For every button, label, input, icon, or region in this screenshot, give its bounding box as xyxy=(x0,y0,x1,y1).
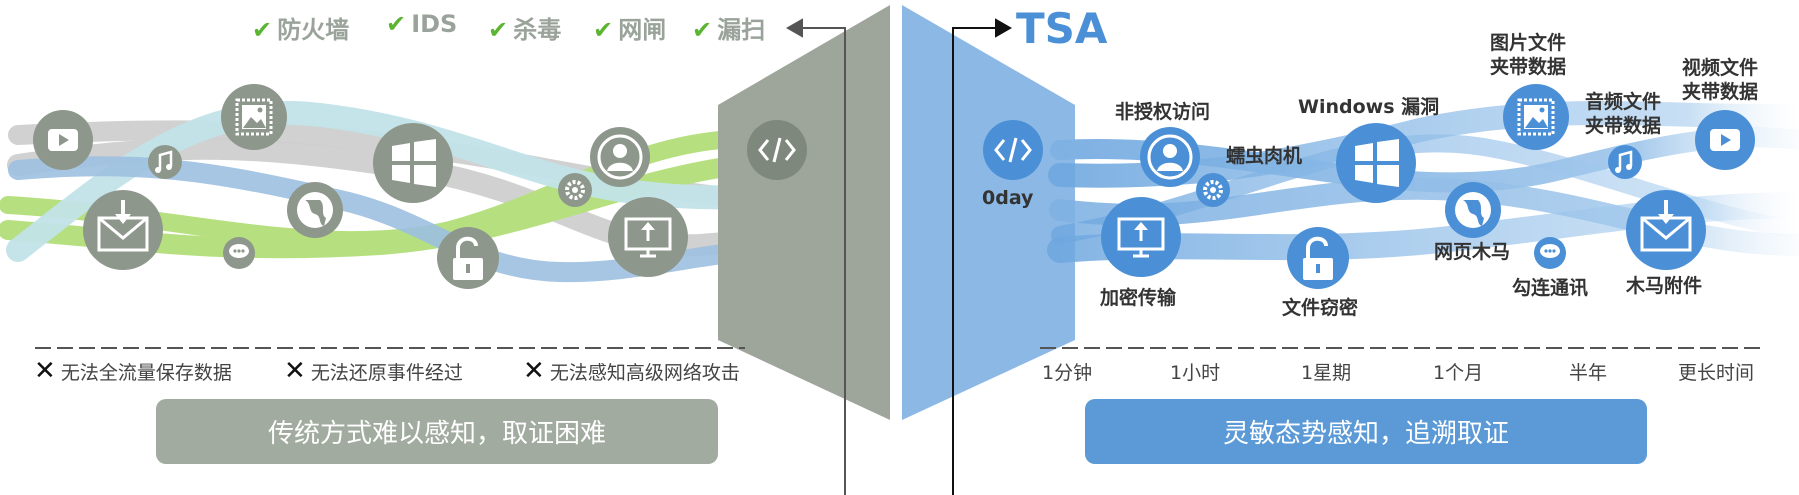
windows-vuln-icon xyxy=(1336,123,1416,203)
label-trojan-web: 网页木马 xyxy=(1434,241,1511,263)
limit-label: 无法感知高级网络攻击 xyxy=(549,362,740,384)
zeroday-code-icon xyxy=(983,120,1043,180)
check-label: 防火墙 xyxy=(277,16,350,44)
video-icon xyxy=(33,110,93,170)
upload-icon xyxy=(608,197,688,277)
label-image-data: 图片文件 夹带数据 xyxy=(1490,31,1566,79)
label-file-theft: 文件窃密 xyxy=(1282,297,1359,319)
check-label: IDS xyxy=(411,10,458,38)
label-covert-comm: 勾连通讯 xyxy=(1512,277,1589,299)
label-line: 夹带数据 xyxy=(1682,81,1759,103)
check-item-firewall: ✔ 防火墙 xyxy=(252,10,349,45)
tsa-brand: TSA xyxy=(1016,4,1108,53)
covert-comm-chat-icon xyxy=(1534,237,1566,269)
label-audio-data: 音频文件 夹带数据 xyxy=(1585,90,1661,138)
left-banner: 传统方式难以感知，取证困难 xyxy=(156,399,718,464)
label-windows-vuln: Windows 漏洞 xyxy=(1298,96,1440,118)
timeline-tick: 1小时 xyxy=(1170,362,1221,384)
code-icon xyxy=(747,120,807,180)
worm-gear-icon xyxy=(1196,173,1230,207)
right-icons xyxy=(983,84,1755,289)
video-data-icon xyxy=(1695,110,1755,170)
timeline-tick: 半年 xyxy=(1569,362,1608,384)
x-icon: ✕ xyxy=(34,356,56,386)
check-icon: ✔ xyxy=(488,16,509,44)
check-item-gatekeeper: ✔ 网闸 xyxy=(593,10,666,45)
label-trojan-attach: 木马附件 xyxy=(1626,275,1703,297)
right-banner: 灵敏态势感知，追溯取证 xyxy=(1085,399,1647,464)
label-line: 夹带数据 xyxy=(1585,115,1662,137)
check-icon: ✔ xyxy=(692,16,713,44)
check-item-vuln-scan: ✔ 漏扫 xyxy=(692,10,765,45)
audio-music-icon xyxy=(1608,145,1642,179)
limit-label: 无法全流量保存数据 xyxy=(60,362,232,384)
chat-icon xyxy=(223,237,255,269)
image-icon xyxy=(221,84,287,150)
right-arrow xyxy=(952,18,1013,495)
label-line: 图片文件 xyxy=(1490,32,1567,54)
encrypted-upload-icon xyxy=(1101,197,1181,277)
check-label: 漏扫 xyxy=(717,16,766,44)
file-theft-unlock-icon xyxy=(1287,227,1349,289)
check-icon: ✔ xyxy=(593,16,614,44)
label-encrypted: 加密传输 xyxy=(1100,287,1177,309)
left-arrow xyxy=(785,18,846,495)
limit-label: 无法还原事件经过 xyxy=(310,362,463,384)
check-label: 杀毒 xyxy=(513,16,562,44)
label-video-data: 视频文件 夹带数据 xyxy=(1682,56,1758,104)
check-item-antivirus: ✔ 杀毒 xyxy=(488,10,561,45)
left-funnel xyxy=(718,5,890,420)
trojan-web-globe-icon xyxy=(1445,182,1501,238)
x-icon: ✕ xyxy=(284,356,306,386)
label-line: 视频文件 xyxy=(1682,57,1759,79)
timeline-tick: 1星期 xyxy=(1301,362,1352,384)
windows-icon xyxy=(373,123,453,203)
label-0day: 0day xyxy=(982,187,1034,209)
check-item-ids: ✔ IDS xyxy=(386,10,457,38)
gear-icon xyxy=(558,173,592,207)
label-line: 音频文件 xyxy=(1585,91,1662,113)
timeline-tick: 1个月 xyxy=(1433,362,1484,384)
right-funnel xyxy=(902,5,1075,420)
check-icon: ✔ xyxy=(252,16,273,44)
limit-item-apt-detect: ✕ 无法感知高级网络攻击 xyxy=(523,356,740,386)
user-icon xyxy=(590,127,650,187)
timeline-tick: 更长时间 xyxy=(1678,362,1755,384)
mail-icon xyxy=(83,190,163,270)
label-line: 夹带数据 xyxy=(1490,56,1567,78)
limit-item-full-traffic: ✕ 无法全流量保存数据 xyxy=(34,356,232,386)
check-icon: ✔ xyxy=(386,10,407,38)
unauthorized-user-icon xyxy=(1140,127,1200,187)
music-icon xyxy=(148,145,182,179)
unlock-icon xyxy=(437,227,499,289)
timeline-tick: 1分钟 xyxy=(1042,362,1093,384)
limit-item-event-replay: ✕ 无法还原事件经过 xyxy=(284,356,463,386)
label-unauthorized: 非授权访问 xyxy=(1115,101,1211,123)
image-data-icon xyxy=(1503,84,1569,150)
left-icons xyxy=(33,84,807,289)
check-label: 网闸 xyxy=(618,16,667,44)
globe-icon xyxy=(287,182,343,238)
x-icon: ✕ xyxy=(523,356,545,386)
trojan-attach-mail-icon xyxy=(1626,190,1706,270)
label-worm: 蠕虫肉机 xyxy=(1226,145,1303,167)
